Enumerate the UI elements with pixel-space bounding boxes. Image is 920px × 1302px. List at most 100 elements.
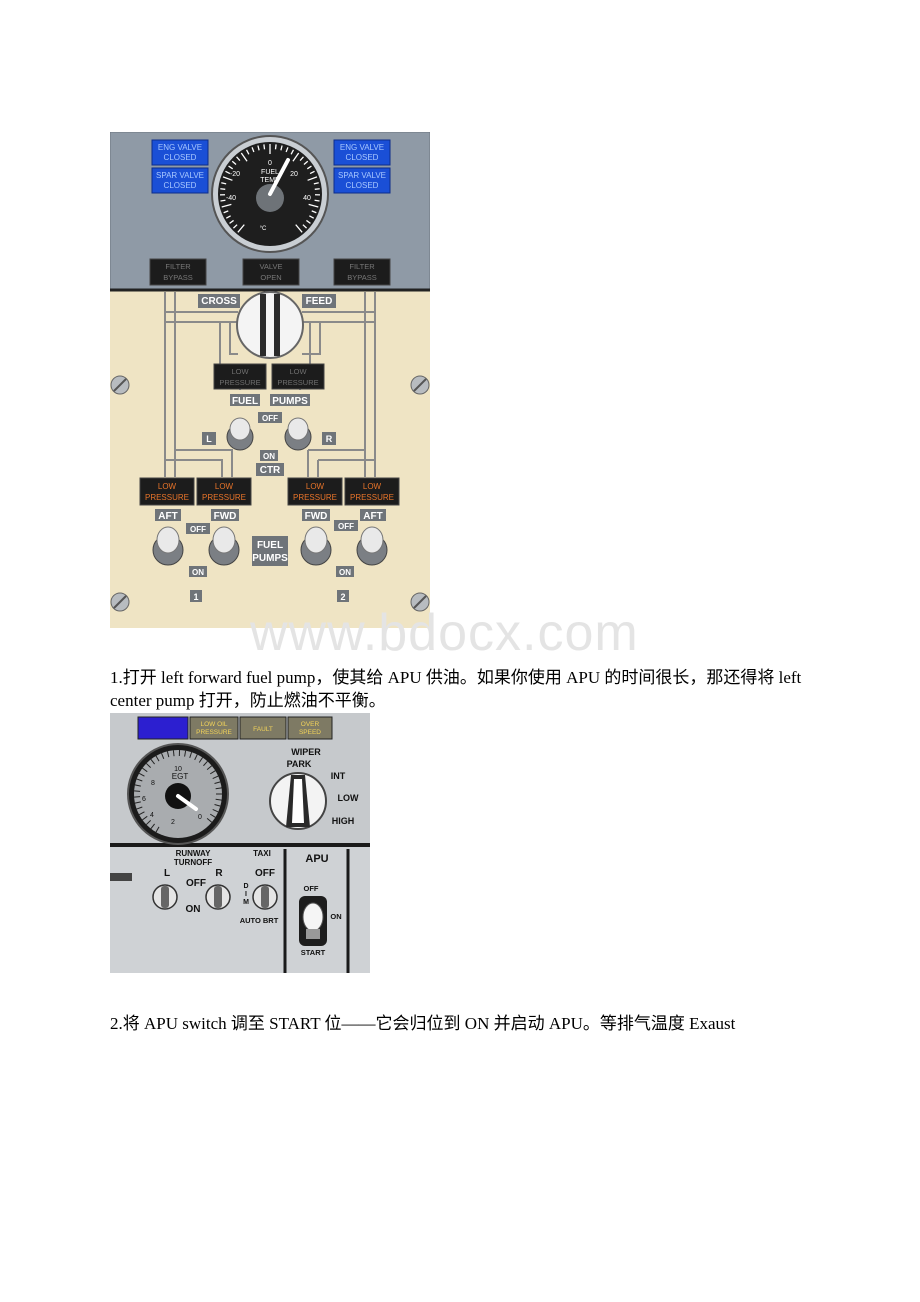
svg-text:R: R	[326, 434, 333, 444]
svg-text:ON: ON	[330, 912, 341, 921]
svg-text:LOW: LOW	[363, 482, 382, 491]
svg-text:M: M	[243, 899, 249, 906]
gauge-tick	[236, 156, 241, 161]
fuel-temp-gauge: -20 0 20 -40 40 FUEL TEMP °C	[211, 135, 329, 253]
egt-tick	[209, 770, 216, 775]
egt-tick	[136, 806, 143, 810]
svg-text:2: 2	[171, 819, 175, 826]
svg-text:-20: -20	[230, 171, 240, 178]
egt-tick	[184, 750, 187, 757]
svg-text:FUEL: FUEL	[257, 540, 283, 551]
svg-text:RUNWAY: RUNWAY	[176, 849, 211, 858]
eng-valve-closed-right-light: ENG VALVE CLOSED	[333, 139, 391, 166]
fwd-1-pump-toggle[interactable]	[208, 526, 240, 566]
gauge-tick	[274, 144, 277, 150]
svg-text:2: 2	[340, 592, 345, 602]
apu-panel-image: LOW OIL PRESSURE FAULT OVER SPEED 10 8 6…	[110, 713, 370, 973]
svg-text:PRESSURE: PRESSURE	[293, 493, 337, 502]
svg-text:LOW OIL: LOW OIL	[200, 721, 227, 728]
watermark: www.bdocx.com	[250, 604, 639, 662]
svg-text:EGT: EGT	[172, 772, 189, 781]
svg-text:SPAR VALVE: SPAR VALVE	[156, 171, 204, 180]
valve-open-light: VALVE OPEN	[242, 258, 300, 286]
gauge-tick	[231, 160, 237, 165]
svg-text:PRESSURE: PRESSURE	[196, 729, 232, 736]
svg-text:SPAR VALVE: SPAR VALVE	[338, 171, 386, 180]
ctr-right-pump-toggle[interactable]	[284, 417, 312, 451]
egt-tick	[206, 765, 213, 770]
egt-tick	[134, 784, 141, 787]
egt-tick	[198, 757, 204, 763]
panel-screw	[110, 375, 430, 612]
egt-tick	[161, 753, 165, 759]
svg-text:OFF: OFF	[186, 878, 206, 889]
gauge-tick	[221, 203, 232, 208]
svg-text:L: L	[164, 868, 170, 879]
gauge-tick	[280, 145, 283, 151]
gauge-tick	[290, 149, 295, 155]
svg-text:FWD: FWD	[305, 511, 328, 522]
gauge-tick	[245, 149, 250, 155]
svg-text:°C: °C	[260, 226, 267, 232]
filter-bypass-left-light: FILTER BYPASS	[149, 258, 207, 286]
wiper-selector[interactable]: WIPER PARK INT LOW HIGH	[269, 747, 359, 830]
apu-switch[interactable]: APU OFF ON START	[299, 853, 342, 957]
svg-text:0: 0	[198, 814, 202, 821]
egt-tick	[138, 811, 145, 816]
runway-turnoff-switches[interactable]: RUNWAY TURNOFF L R OFF ON	[152, 849, 231, 915]
over-speed-light: OVER SPEED	[287, 716, 333, 740]
svg-text:-40: -40	[226, 195, 236, 202]
low-pressure-aft-2-light: LOW PRESSURE	[344, 477, 400, 506]
svg-text:D: D	[243, 883, 248, 890]
crossfeed-selector[interactable]: CROSS FEED	[198, 291, 336, 359]
egt-tick	[134, 801, 141, 804]
svg-text:1: 1	[193, 592, 198, 602]
egt-tick	[142, 767, 148, 773]
eng-valve-closed-left-light: ENG VALVE CLOSED	[151, 139, 209, 166]
svg-text:FUEL: FUEL	[232, 396, 258, 407]
aft-1-pump-toggle[interactable]	[152, 526, 184, 566]
gauge-tick	[311, 210, 317, 214]
svg-text:LOW: LOW	[306, 482, 325, 491]
svg-text:FWD: FWD	[214, 511, 237, 522]
egt-tick	[150, 759, 155, 765]
aft-2-pump-toggle[interactable]	[356, 526, 388, 566]
ctr-left-pump-toggle[interactable]	[226, 417, 254, 451]
egt-tick	[146, 763, 152, 768]
gauge-tick	[299, 156, 304, 161]
fwd-2-pump-toggle[interactable]	[300, 526, 332, 566]
svg-text:0: 0	[268, 160, 272, 167]
svg-text:R: R	[215, 868, 223, 879]
egt-tick	[203, 760, 208, 767]
svg-text:CTR: CTR	[260, 465, 281, 476]
gauge-tick	[302, 224, 308, 229]
svg-text:INT: INT	[331, 771, 346, 781]
svg-text:AFT: AFT	[363, 511, 382, 522]
low-pressure-fwd-1-light: LOW PRESSURE	[196, 477, 252, 506]
paragraph-step-1: 1.打开 left forward fuel pump，使其给 APU 供油。如…	[110, 668, 802, 710]
low-pressure-aft-1-light: LOW PRESSURE	[139, 477, 195, 506]
apu-blue-light	[137, 716, 189, 740]
gauge-tick	[306, 219, 311, 224]
taxi-light-switch[interactable]: TAXI OFF D I M AUTO BRT	[240, 849, 279, 925]
fuel-panel-image: ENG VALVE CLOSED SPAR VALVE CLOSED ENG V…	[110, 132, 430, 628]
svg-text:CLOSED: CLOSED	[346, 181, 379, 190]
svg-text:OPEN: OPEN	[260, 273, 281, 282]
egt-tick	[194, 754, 198, 761]
svg-text:FAULT: FAULT	[253, 726, 273, 733]
svg-text:ON: ON	[186, 904, 201, 915]
svg-text:FUEL: FUEL	[261, 169, 279, 176]
egt-tick	[214, 803, 221, 807]
svg-text:6: 6	[142, 796, 146, 803]
svg-text:HIGH: HIGH	[332, 816, 355, 826]
svg-text:LOW: LOW	[158, 482, 177, 491]
svg-text:4: 4	[150, 812, 154, 819]
svg-text:FILTER: FILTER	[165, 262, 191, 271]
egt-tick	[155, 755, 160, 762]
gauge-tick	[237, 224, 245, 233]
svg-text:CROSS: CROSS	[201, 296, 237, 307]
svg-text:OFF: OFF	[338, 522, 354, 531]
svg-text:OFF: OFF	[262, 414, 278, 423]
gauge-tick	[225, 170, 231, 175]
egt-tick	[136, 778, 143, 782]
